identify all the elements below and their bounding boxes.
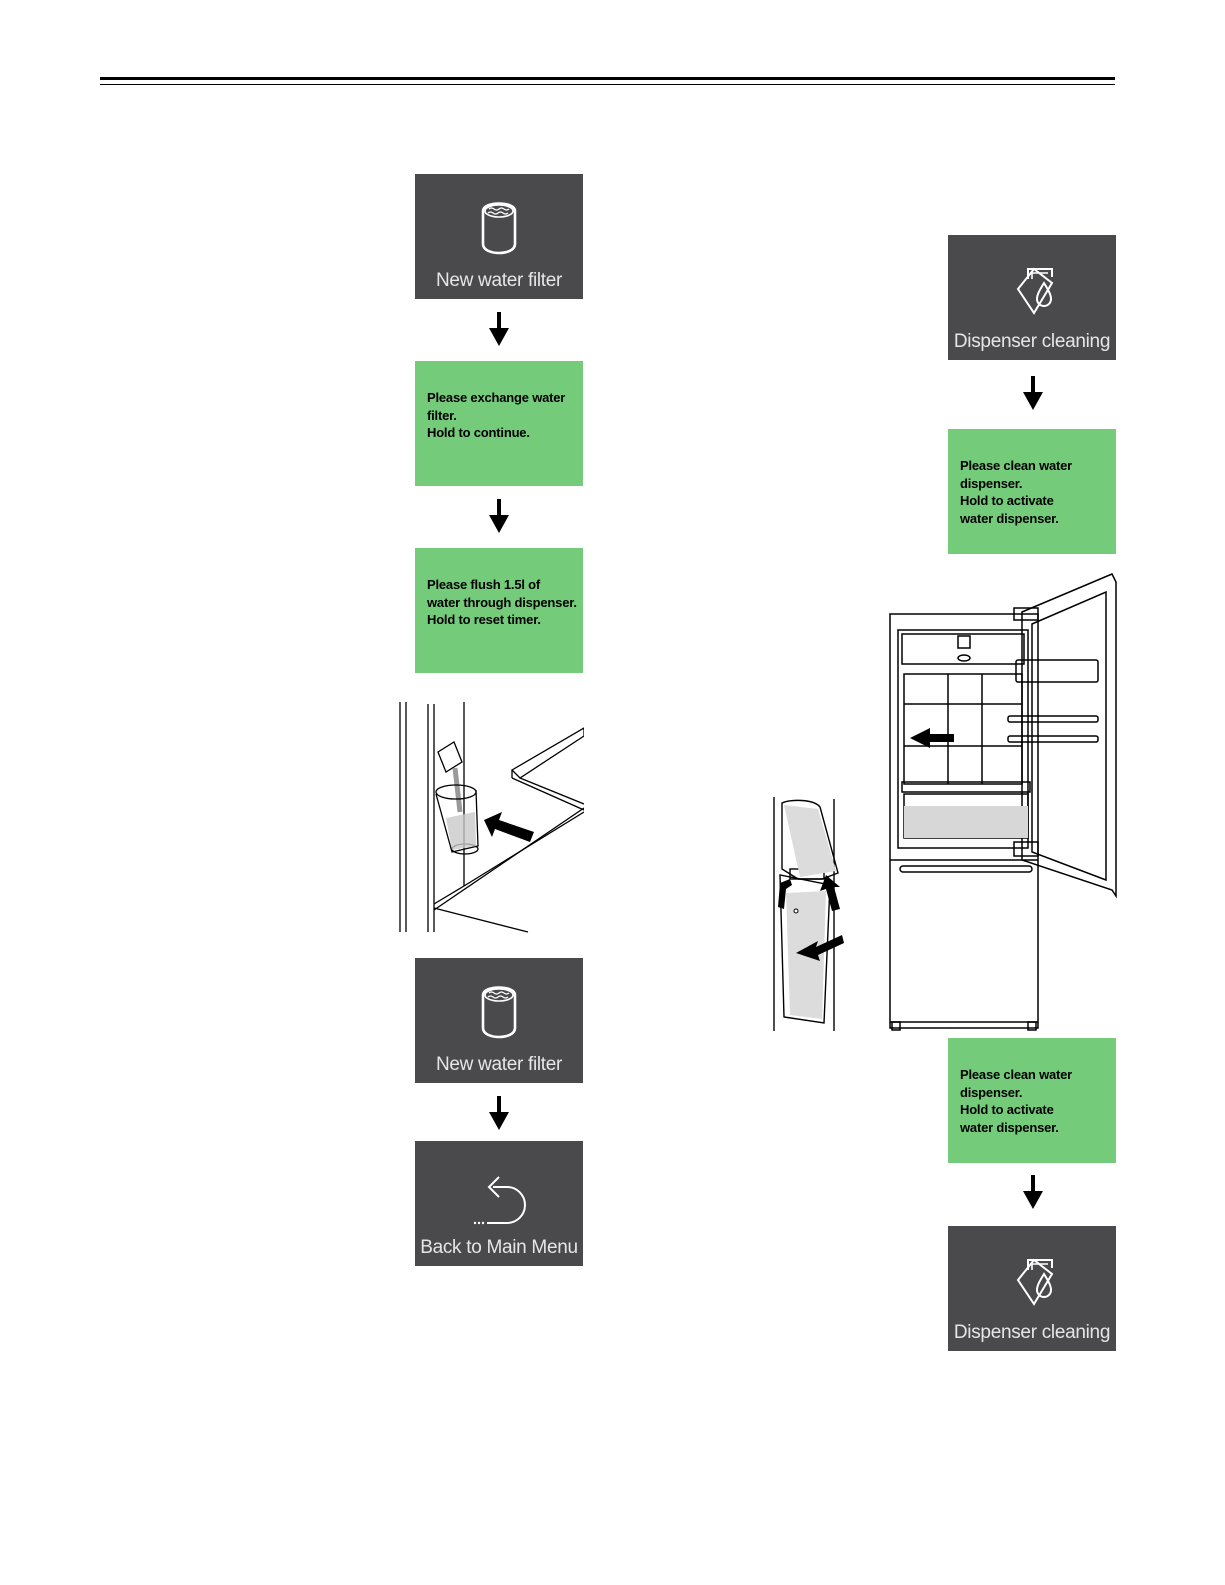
- refrigerator-open-door-illustration: [889, 573, 1117, 1031]
- clean-dispenser-message-panel[interactable]: Please clean water dispenser. Hold to ac…: [948, 429, 1116, 554]
- new-water-filter-panel-confirm[interactable]: New water filter: [415, 958, 583, 1083]
- dispenser-cleaning-panel[interactable]: Dispenser cleaning: [948, 235, 1116, 360]
- down-arrow-icon: [489, 499, 509, 533]
- panel-label: New water filter: [435, 1054, 563, 1075]
- message-line: dispenser.: [960, 1084, 1023, 1100]
- dispenser-cleaning-icon: [1016, 267, 1054, 315]
- back-to-main-menu-panel[interactable]: Back to Main Menu: [415, 1141, 583, 1266]
- clean-dispenser-message-panel-2[interactable]: Please clean water dispenser. Hold to ac…: [948, 1038, 1116, 1163]
- water-filter-icon: [481, 202, 517, 255]
- message-line: Hold to activate: [960, 1102, 1054, 1117]
- glass-dispenser-illustration: [399, 702, 584, 933]
- down-arrow-icon: [1023, 376, 1043, 410]
- down-arrow-icon: [489, 1096, 509, 1130]
- message-line: water dispenser.: [960, 510, 1059, 526]
- message-line: Please exchange water: [427, 390, 566, 405]
- message-line: Hold to activate: [960, 493, 1054, 508]
- down-arrow-icon: [489, 312, 509, 346]
- dispenser-cleaning-panel-confirm[interactable]: Dispenser cleaning: [948, 1226, 1116, 1351]
- message-line: Hold to reset timer.: [427, 612, 541, 627]
- water-filter-icon: [481, 986, 517, 1039]
- exchange-filter-message-panel[interactable]: Please exchange water filter. Hold to co…: [415, 361, 583, 486]
- message-line: dispenser.: [960, 475, 1023, 491]
- down-arrow-icon: [1023, 1175, 1043, 1209]
- panel-message: Please clean water dispenser. Hold to ac…: [960, 457, 1108, 527]
- dispenser-cover-detail-illustration: [773, 797, 844, 1031]
- panel-label: Back to Main Menu: [420, 1237, 578, 1258]
- message-line: water dispenser.: [960, 1119, 1059, 1135]
- panel-message: Please flush 1.5l of water through dispe…: [427, 576, 577, 629]
- flush-water-message-panel[interactable]: Please flush 1.5l of water through dispe…: [415, 548, 583, 673]
- header-rule-thick: [100, 77, 1115, 80]
- message-line: Hold to continue.: [427, 425, 530, 440]
- back-arrow-icon: [473, 1176, 526, 1225]
- dispenser-cleaning-icon: [1016, 1258, 1054, 1306]
- message-line: Please clean water: [960, 1067, 1073, 1082]
- new-water-filter-panel[interactable]: New water filter: [415, 174, 583, 299]
- message-line: filter.: [427, 407, 457, 423]
- panel-label: Dispenser cleaning: [953, 1322, 1111, 1343]
- panel-message: Please clean water dispenser. Hold to ac…: [960, 1066, 1108, 1136]
- panel-message: Please exchange water filter. Hold to co…: [427, 389, 575, 442]
- header-rule-thin: [100, 84, 1115, 85]
- panel-label: New water filter: [435, 270, 563, 291]
- message-line: Please flush 1.5l of: [427, 577, 541, 592]
- message-line: water through dispenser.: [427, 594, 577, 610]
- message-line: Please clean water: [960, 458, 1073, 473]
- panel-label: Dispenser cleaning: [953, 331, 1111, 352]
